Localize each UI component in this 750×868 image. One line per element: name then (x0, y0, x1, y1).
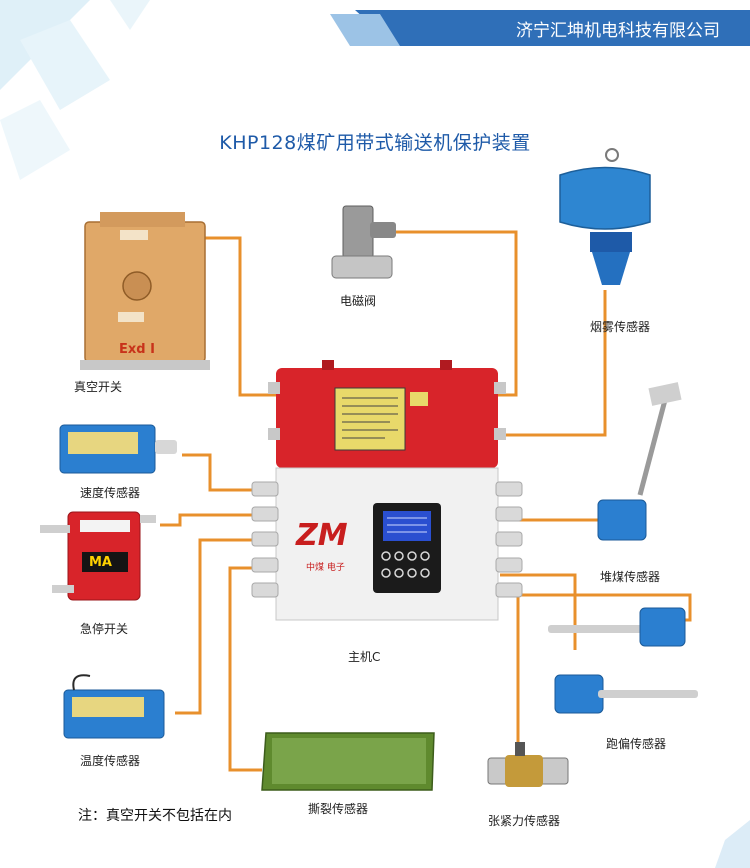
host-box (251, 467, 523, 621)
label-deviation-sensor: 跑偏传感器 (606, 737, 667, 751)
emergency-stop-image (40, 511, 156, 601)
host-logo-caption: 中煤 电子 (306, 563, 345, 573)
junction-box (268, 360, 506, 468)
label-tear-sensor: 撕裂传感器 (308, 802, 369, 816)
label-tension-sensor: 张紧力传感器 (488, 814, 561, 828)
footnote: 注：真空开关不包括在内 (78, 808, 232, 824)
temperature-sensor-image (63, 674, 165, 739)
diagram-title: KHP128煤矿用带式输送机保护装置 (219, 132, 531, 154)
label-temperature-sensor: 温度传感器 (80, 754, 141, 768)
pileup-sensor-image (597, 382, 682, 541)
tear-sensor-image (261, 732, 435, 791)
label-vacuum-switch: 真空开关 (74, 380, 123, 394)
tension-sensor-image (487, 742, 569, 787)
label-smoke-sensor: 烟雾传感器 (590, 320, 651, 334)
header-banner (355, 10, 750, 46)
speed-sensor-image (59, 424, 177, 474)
label-speed-sensor: 速度传感器 (80, 486, 141, 500)
exd-plate-text: Exd I (119, 342, 155, 357)
solenoid-valve-image (331, 205, 396, 279)
ma-badge: MA (89, 555, 112, 570)
label-pileup-sensor: 堆煤传感器 (600, 570, 661, 584)
smoke-sensor-image (559, 148, 651, 285)
deviation-sensor-image (548, 607, 698, 714)
label-emergency-stop: 急停开关 (80, 622, 129, 636)
connection-wires (160, 230, 692, 772)
label-solenoid-valve: 电磁阀 (340, 294, 377, 308)
company-name: 济宁汇坤机电科技有限公司 (516, 21, 720, 41)
vacuum-switch-image (80, 212, 210, 370)
host-logo: ZM (296, 518, 348, 553)
label-host: 主机C (348, 650, 381, 664)
